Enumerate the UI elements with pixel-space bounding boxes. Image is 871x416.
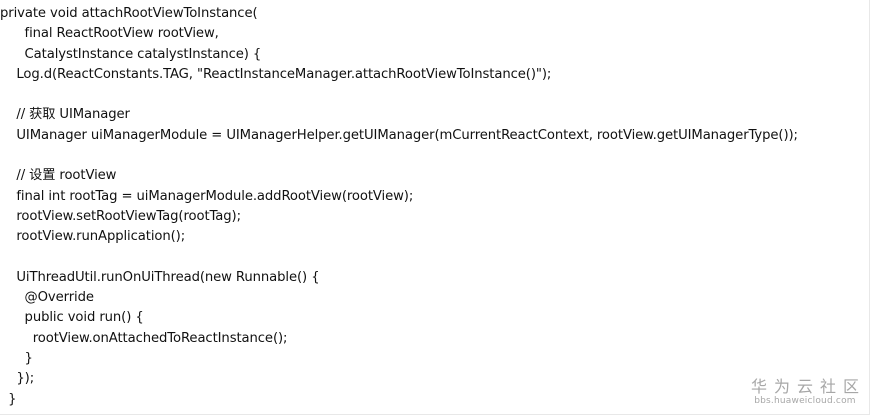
code-block: private void attachRootViewToInstance( f…	[0, 4, 798, 410]
code-line: rootView.runApplication();	[0, 229, 186, 245]
code-line: Log.d(ReactConstants.TAG, "ReactInstance…	[0, 66, 552, 82]
code-line: public void run() {	[0, 310, 144, 326]
code-line: CatalystInstance catalystInstance) {	[0, 46, 262, 62]
code-line: UiThreadUtil.runOnUiThread(new Runnable(…	[0, 269, 320, 285]
code-line	[0, 85, 798, 105]
code-line	[0, 248, 798, 268]
code-line: private void attachRootViewToInstance(	[0, 6, 258, 21]
watermark: 华为云社区 bbs.huaweicloud.com	[751, 378, 859, 407]
code-line: // 设置 rootView	[0, 168, 117, 184]
code-line: }	[0, 351, 33, 367]
code-line: UIManager uiManagerModule = UIManagerHel…	[0, 127, 798, 143]
code-line: rootView.onAttachedToReactInstance();	[0, 330, 288, 346]
code-line: }	[0, 391, 17, 407]
code-line: rootView.setRootViewTag(rootTag);	[0, 208, 241, 224]
code-line: // 获取 UIManager	[0, 107, 130, 123]
code-line: final ReactRootView rootView,	[0, 26, 219, 42]
code-line: final int rootTag = uiManagerModule.addR…	[0, 188, 414, 204]
watermark-brand: 华为云社区	[750, 377, 866, 396]
code-line	[0, 146, 798, 166]
watermark-url: bbs.huaweicloud.com	[754, 396, 856, 406]
code-line: });	[0, 371, 35, 387]
code-line: @Override	[0, 290, 94, 306]
